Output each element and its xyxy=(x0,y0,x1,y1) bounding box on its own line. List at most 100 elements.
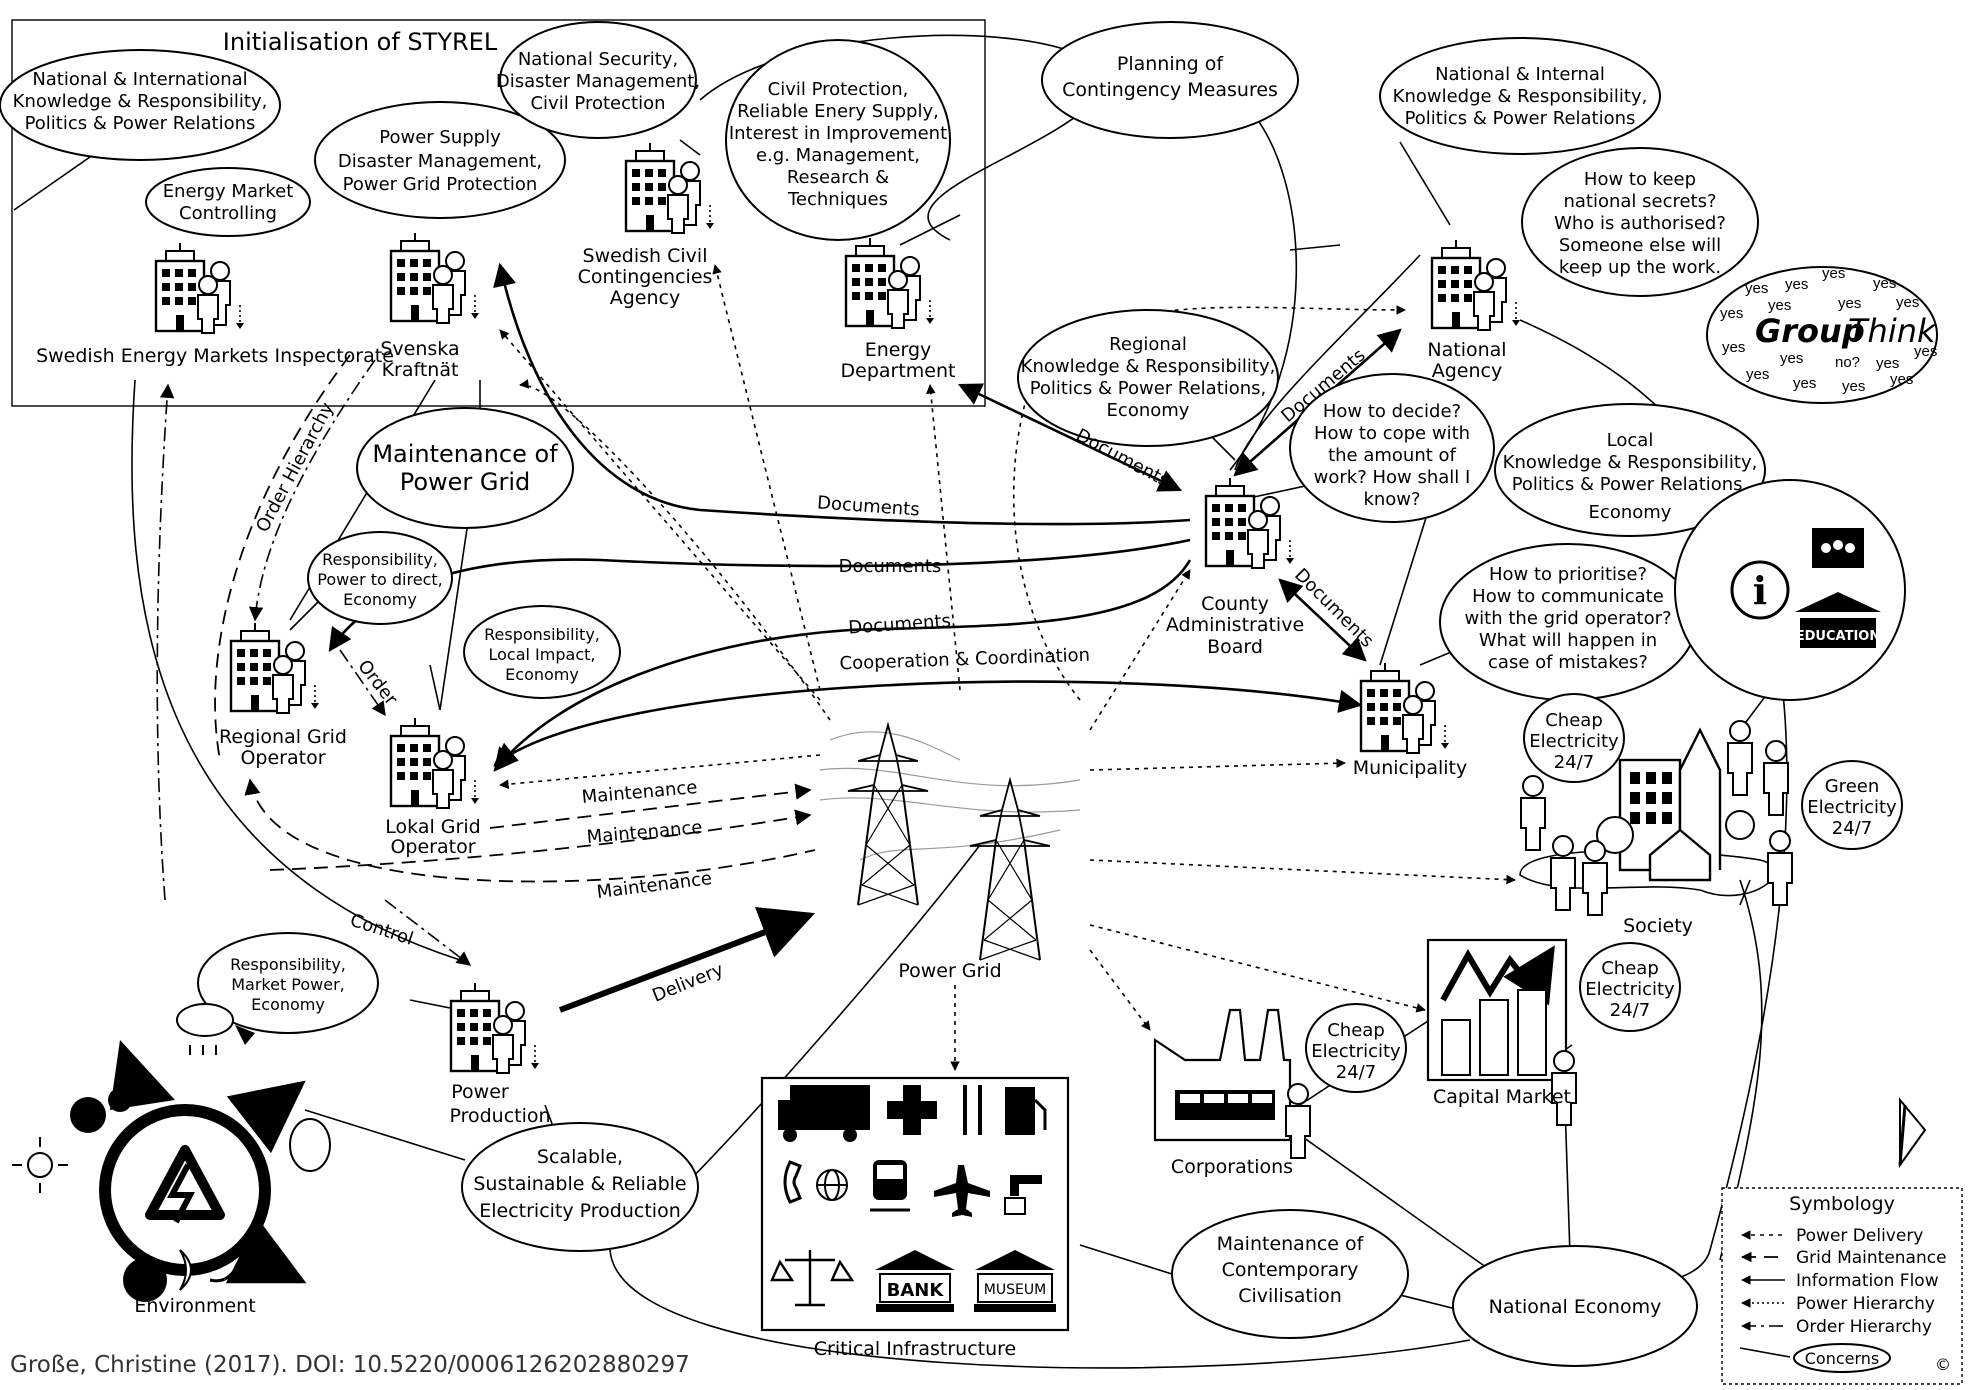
svg-text:National: National xyxy=(1427,339,1506,361)
svg-text:How to keep: How to keep xyxy=(1584,169,1696,190)
symbology-legend: Symbology Power Delivery Grid Maintenanc… xyxy=(1721,1187,1963,1385)
svg-text:yes: yes xyxy=(1745,280,1768,297)
concern-resp-power-direct: Responsibility, Power to direct, Economy xyxy=(307,531,453,625)
power-grid: Power Grid xyxy=(819,724,1081,982)
factory-icon xyxy=(1153,1008,1292,1142)
svg-text:Swedish Energy Markets Inspect: Swedish Energy Markets Inspectorate xyxy=(36,345,394,367)
symbology-title: Symbology xyxy=(1789,1193,1895,1215)
svg-text:Critical Infrastructure: Critical Infrastructure xyxy=(814,1338,1017,1360)
svg-text:Civil Protection: Civil Protection xyxy=(530,93,665,114)
ball-icon xyxy=(123,1258,167,1302)
svg-text:Disaster Management,: Disaster Management, xyxy=(338,151,542,172)
cooperation-label: Cooperation & Coordination xyxy=(839,645,1090,675)
actor-lokal-grid-operator: Lokal Grid Operator xyxy=(385,716,481,858)
order-hierarchy-label: Order Hierarchy xyxy=(252,399,338,536)
concern-power-supply: Power Supply Disaster Management, Power … xyxy=(314,101,566,219)
svg-text:Controlling: Controlling xyxy=(179,203,277,224)
svg-text:yes: yes xyxy=(1822,265,1845,282)
svg-text:yes: yes xyxy=(1896,294,1919,311)
person-icon xyxy=(1727,720,1753,796)
actor-critical-infrastructure: BANK MUSEUM Critical Infrastructure xyxy=(760,1076,1070,1360)
svg-text:Information Flow: Information Flow xyxy=(1796,1271,1939,1291)
svg-text:National Economy: National Economy xyxy=(1489,1296,1662,1318)
svg-text:National Security,: National Security, xyxy=(518,49,678,70)
actor-civil-contingencies-agency: Swedish Civil Contingencies Agency xyxy=(578,141,716,309)
svg-text:national secrets?: national secrets? xyxy=(1563,191,1716,212)
svg-text:Politics & Power Relations: Politics & Power Relations xyxy=(25,113,256,134)
concern-civil-protection: Civil Protection, Reliable Enery Supply,… xyxy=(725,39,951,241)
actor-energy-markets-inspectorate: Swedish Energy Markets Inspectorate xyxy=(36,241,394,367)
svg-text:Knowledge & Responsibility,: Knowledge & Responsibility, xyxy=(13,91,268,112)
svg-text:Economy: Economy xyxy=(1107,400,1190,421)
order-label: Order xyxy=(353,656,401,710)
concern-cheap-electricity-capital: Cheap Electricity 24/7 xyxy=(1579,942,1681,1032)
order-hierarchy-flows xyxy=(156,359,472,966)
svg-text:Board: Board xyxy=(1207,636,1263,658)
documents-label: Documents xyxy=(848,610,952,638)
svg-text:no?: no? xyxy=(1835,354,1860,371)
actor-power-production: Power Production xyxy=(449,981,551,1127)
actor-national-agency: National Agency xyxy=(1427,238,1522,382)
svg-text:Knowledge & Responsibility,: Knowledge & Responsibility, xyxy=(1503,452,1758,473)
actor-svenska-kraftnat: Svenska Kraftnät xyxy=(380,231,481,381)
info-icon xyxy=(1730,560,1790,620)
svg-text:Who is authorised?: Who is authorised? xyxy=(1554,213,1726,234)
globe-icon xyxy=(816,1169,848,1201)
power-delivery-flows xyxy=(499,264,1516,1071)
concern-regional-knowledge: Regional Knowledge & Responsibility, Pol… xyxy=(1017,309,1279,447)
svg-text:County: County xyxy=(1201,593,1269,615)
svg-text:Electricity: Electricity xyxy=(1807,797,1897,818)
documents-label: Documents xyxy=(1290,564,1377,651)
svg-text:Regional Grid: Regional Grid xyxy=(219,726,347,748)
svg-text:Civilisation: Civilisation xyxy=(1238,1285,1342,1307)
recycle-icon xyxy=(145,1145,225,1220)
svg-text:the amount of: the amount of xyxy=(1328,445,1456,466)
concern-cheap-electricity-corporations: Cheap Electricity 24/7 xyxy=(1305,1003,1407,1093)
svg-text:Swedish Civil: Swedish Civil xyxy=(583,245,708,267)
svg-text:yes: yes xyxy=(1720,305,1743,322)
svg-text:with the grid operator?: with the grid operator? xyxy=(1464,608,1671,629)
svg-text:Sustainable & Reliable: Sustainable & Reliable xyxy=(473,1173,686,1195)
svg-text:Civil Protection,: Civil Protection, xyxy=(768,79,909,100)
svg-text:How to decide?: How to decide? xyxy=(1323,401,1461,422)
svg-text:Responsibility,: Responsibility, xyxy=(322,550,438,569)
train-icon xyxy=(870,1160,910,1212)
concern-energy-market-controlling: Energy Market Controlling xyxy=(145,167,311,237)
svg-text:Economy: Economy xyxy=(1589,502,1672,523)
tree-icon xyxy=(1596,816,1634,854)
svg-text:Production: Production xyxy=(449,1105,550,1127)
svg-text:How to prioritise?: How to prioritise? xyxy=(1489,564,1647,585)
lightning-icon xyxy=(167,1163,195,1224)
plane-icon xyxy=(934,1165,990,1217)
styrel-title: Initialisation of STYREL xyxy=(223,28,498,56)
svg-text:Grid Maintenance: Grid Maintenance xyxy=(1796,1248,1947,1268)
svg-text:yes: yes xyxy=(1842,378,1865,395)
pylon-left xyxy=(847,724,929,906)
person-icon xyxy=(1767,830,1793,906)
house-icon xyxy=(1648,828,1712,882)
svg-text:Department: Department xyxy=(841,360,956,382)
grid-wires xyxy=(819,731,1081,861)
documents-label: Documents xyxy=(816,492,920,520)
svg-text:yes: yes xyxy=(1793,375,1816,392)
delivery-label: Delivery xyxy=(649,959,726,1007)
svg-text:©: © xyxy=(1935,1355,1951,1374)
svg-text:case of mistakes?: case of mistakes? xyxy=(1488,652,1648,673)
svg-text:Interest in Improvement: Interest in Improvement xyxy=(729,123,947,144)
svg-text:Electricity: Electricity xyxy=(1311,1041,1401,1062)
svg-text:Power to direct,: Power to direct, xyxy=(317,570,442,589)
worker-person-icon xyxy=(1285,1083,1311,1159)
svg-text:Maintenance of: Maintenance of xyxy=(372,440,558,468)
svg-text:Energy: Energy xyxy=(865,339,932,361)
concerns-legend-label: Concerns xyxy=(1805,1349,1880,1368)
svg-text:Contingency Measures: Contingency Measures xyxy=(1062,79,1278,101)
svg-text:How to cope with: How to cope with xyxy=(1314,423,1470,444)
actor-corporations: Corporations xyxy=(1153,1008,1311,1178)
svg-text:24/7: 24/7 xyxy=(1832,818,1872,839)
group-think-group: Group xyxy=(1755,312,1865,350)
power-grid-label: Power Grid xyxy=(898,960,1001,982)
styrel-initialisation-frame xyxy=(11,19,986,407)
cutlery-icon xyxy=(963,1085,982,1135)
concern-maintenance-civilisation: Maintenance of Contemporary Civilisation xyxy=(1171,1209,1409,1339)
